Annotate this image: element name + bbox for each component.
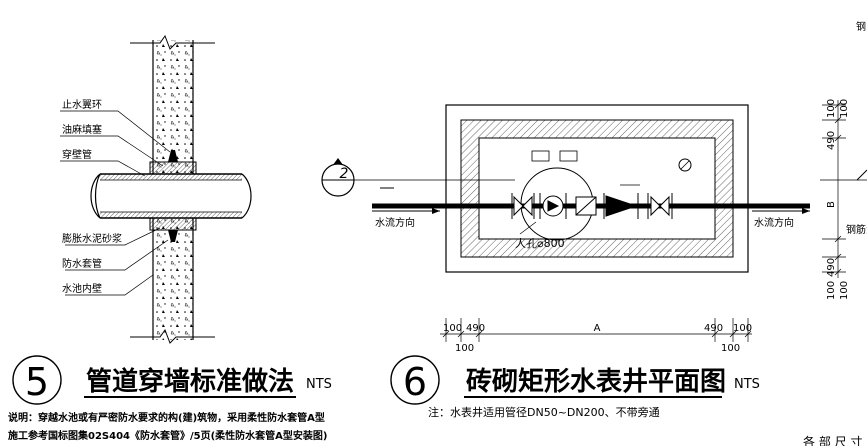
detail-6-title: 砖砌矩形水表井平面图	[466, 367, 726, 397]
leader-sleeve	[65, 239, 169, 271]
gate-valve-left-icon	[511, 193, 535, 219]
waterproof-sleeve-bottom	[149, 217, 197, 231]
step-block-1	[531, 150, 550, 162]
label-water-stop-ring: 止水翼环	[62, 99, 102, 111]
waterproof-sleeve-top	[149, 161, 197, 175]
through-pipe	[100, 174, 242, 218]
pipe-end-left	[90, 173, 101, 219]
leader-water-stop	[60, 110, 171, 153]
detail-6-number-circle	[390, 355, 440, 405]
edge-text-bottom-right: 各 部 尺 寸	[803, 434, 862, 446]
step-block-2	[559, 150, 578, 162]
dim-right-100-a: 100	[826, 99, 837, 118]
detail-6-number: 6	[403, 360, 427, 404]
edge-text-right-mid: 钢筋混	[846, 223, 867, 236]
dim-right-100-c: 100	[826, 281, 837, 300]
manhole-leader	[519, 221, 537, 235]
dim-right-100-b: 100	[839, 99, 850, 118]
dim-bottom-100-right: 100	[733, 323, 752, 334]
dim-bottom-100-lower-right: 100	[721, 343, 740, 354]
detail-5-number: 5	[25, 360, 49, 404]
flow-direction-left: 水流方向	[375, 216, 415, 229]
dim-bottom-490-right: 490	[704, 323, 723, 334]
well-outer-slab	[445, 104, 749, 273]
dim-right-100-d: 100	[839, 281, 850, 300]
gate-valve-right-icon	[647, 193, 673, 219]
edge-text-top-right: 钢	[856, 20, 866, 33]
check-valve-icon	[603, 193, 639, 219]
right-dimension-labels: 100 100 490 B 490 100 100	[826, 99, 850, 300]
label-oakum-fill: 油麻填塞	[62, 123, 102, 136]
drain-icon-slash	[680, 160, 690, 170]
detail-6-scale: NTS	[734, 377, 760, 392]
drain-icon	[678, 158, 692, 172]
well-brick-wall	[460, 119, 734, 258]
detail-5-title: 管道穿墙标准做法	[86, 366, 294, 397]
manhole-label: 人孔⌀800	[515, 237, 565, 250]
well-inner-chamber	[478, 137, 716, 240]
label-waterproof-sleeve: 防水套管	[62, 257, 102, 270]
flow-direction-right: 水流方向	[754, 216, 794, 229]
detail-5-note-line-2: 施工参考国标图集02S404《防水套管》/5页(柔性防水套管A型安装图)	[8, 429, 327, 442]
dim-bottom-100-lower-left: 100	[455, 343, 474, 354]
bottom-dimension-chain	[440, 318, 752, 342]
leader-oakum	[60, 135, 164, 167]
water-meter-icon	[539, 193, 567, 219]
dim-bottom-A: A	[594, 323, 601, 334]
section-marker: 2	[321, 158, 515, 197]
detail-5-number-circle	[12, 355, 62, 405]
detail-6: 水流方向 水流方向 人孔⌀800 2	[321, 99, 867, 419]
break-line-top	[130, 34, 215, 50]
break-line-bottom	[130, 328, 215, 344]
leader-mortar	[65, 227, 161, 246]
leader-pipe	[60, 160, 146, 177]
pipe-wall-bottom-fill	[100, 212, 242, 218]
label-pool-inner-wall: 水池内壁	[62, 282, 102, 295]
detail-5-note-line-1: 说明：穿越水池或有严密防水要求的构(建)筑物，采用柔性防水套管A型	[8, 411, 325, 424]
water-stop-ring-bottom	[168, 230, 178, 242]
detail-6-note: 注：水表井适用管径DN50~DN200、不带旁通	[428, 405, 660, 419]
detail-5: 止水翼环 油麻填塞 穿壁管 膨胀水泥砂浆 防水套管 水池内壁 5 管道穿墙标准做…	[8, 34, 332, 442]
strainer-icon	[575, 196, 597, 216]
label-through-pipe: 穿壁管	[62, 148, 92, 161]
dim-bottom-100-left: 100	[443, 323, 462, 334]
dim-right-490-top: 490	[826, 131, 837, 150]
dim-bottom-490-left: 490	[466, 323, 485, 334]
label-expansion-mortar: 膨胀水泥砂浆	[62, 232, 122, 245]
detail-5-scale: NTS	[306, 377, 332, 392]
water-stop-ring-top	[168, 150, 178, 162]
pipe-wall-top-fill	[100, 174, 242, 180]
section-marker-number: 2	[340, 166, 349, 182]
dim-right-490-bottom: 490	[826, 258, 837, 277]
dim-right-B: B	[826, 201, 837, 208]
section-marker-right	[856, 169, 867, 181]
leader-inner-wall	[65, 274, 154, 296]
right-dimension-chain	[822, 100, 846, 278]
pipe-end-right	[241, 173, 252, 219]
